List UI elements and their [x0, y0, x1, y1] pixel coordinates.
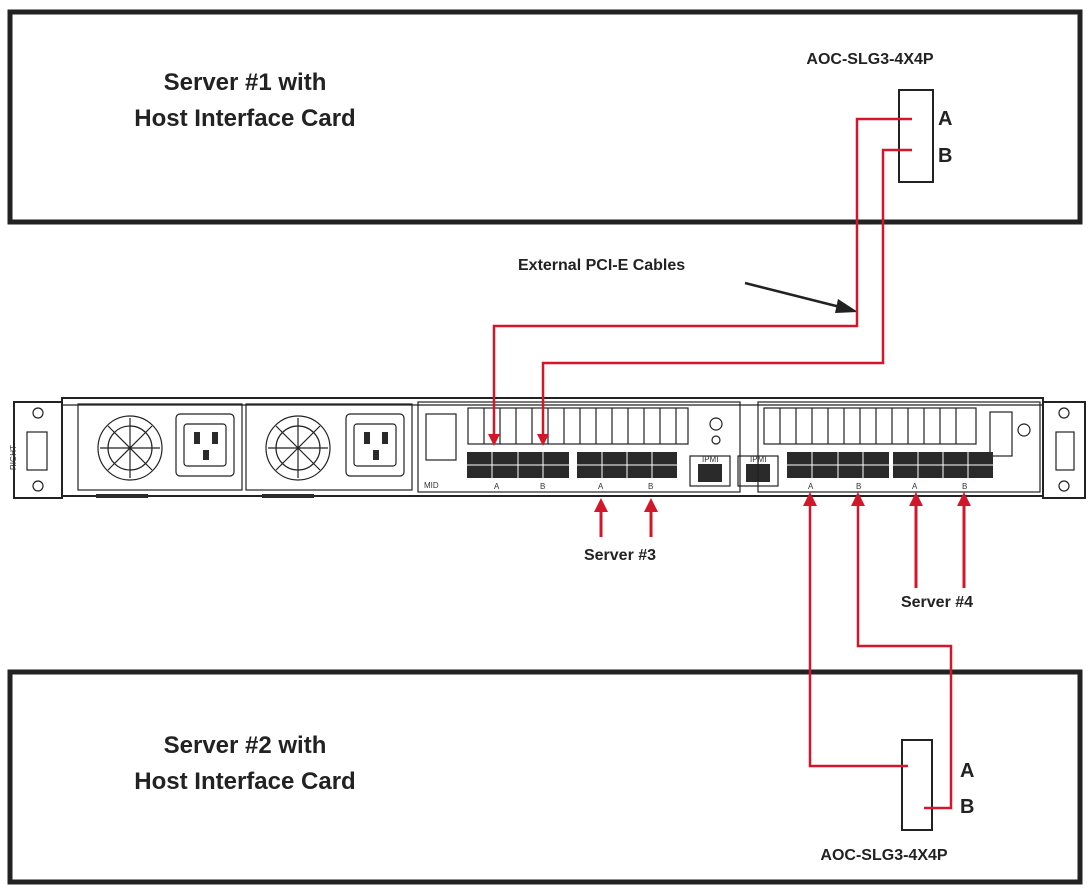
cable-server2-b-arrowhead	[851, 492, 865, 506]
server-1-port-a-label: A	[938, 108, 952, 130]
cable-server2-a-arrowhead	[803, 492, 817, 506]
server-1-port-b-label: B	[938, 145, 952, 167]
server-2-port-a-label: A	[960, 760, 974, 782]
cable-server1-b	[541, 148, 912, 440]
cable-pointer-arrowhead	[835, 299, 858, 313]
server-3-label: Server #3	[584, 547, 656, 564]
port-group-4	[893, 452, 993, 478]
ipmi-port-1: IPMI	[689, 455, 731, 487]
vent-grille-right	[763, 407, 977, 445]
server-2-port-b-label: B	[960, 796, 974, 818]
port-letter-2: B	[540, 482, 545, 491]
port-letter-3: A	[598, 482, 604, 491]
cable-server2-b	[856, 500, 953, 810]
server-1-interface-card	[898, 89, 934, 183]
server-3-arrows	[594, 498, 658, 537]
cable-server1-a-arrowhead	[488, 434, 500, 446]
chassis-body	[61, 397, 1044, 497]
server-1-title-line2: Host Interface Card	[134, 105, 355, 132]
power-supply-2	[245, 403, 413, 491]
vent-grille-left	[467, 407, 689, 445]
power-supply-1	[77, 403, 243, 491]
port-group-3	[787, 452, 889, 478]
port-letter-4: B	[648, 482, 653, 491]
mid-text: MID	[424, 481, 439, 490]
server-4-arrows	[909, 492, 971, 588]
left-ear-text: RIGHT	[9, 445, 18, 470]
server-2-interface-card	[901, 739, 933, 831]
cable-server1-b-arrowhead	[537, 434, 549, 446]
ipmi-label-1: IPMI	[702, 455, 718, 464]
cable-server2-a	[808, 500, 908, 768]
external-cables-label: External PCI-E Cables	[518, 257, 685, 274]
switch-chassis-rear: RIGHT	[9, 397, 1086, 499]
port-letter-7: A	[912, 482, 918, 491]
port-letter-8: B	[962, 482, 967, 491]
cable-server1-a	[492, 117, 912, 440]
cable-pointer-line	[744, 281, 853, 312]
left-rack-ear	[13, 401, 63, 499]
port-letter-6: B	[856, 482, 861, 491]
server-1-title-line1: Server #1 with	[164, 69, 327, 96]
server-2-box: Server #2 with Host Interface Card A B A…	[7, 669, 1083, 885]
server-4-label: Server #4	[901, 594, 973, 611]
server-1-box: Server #1 with Host Interface Card AOC-S…	[7, 9, 1083, 225]
port-group-1	[467, 452, 569, 478]
right-rack-ear	[1042, 401, 1086, 499]
port-letter-5: A	[808, 482, 814, 491]
server-2-title-line1: Server #2 with	[164, 732, 327, 759]
server-1-card-model: AOC-SLG3-4X4P	[806, 51, 933, 68]
io-bay-right	[757, 401, 1041, 493]
port-group-2	[577, 452, 677, 478]
server-2-title-line2: Host Interface Card	[134, 768, 355, 795]
server-2-card-model: AOC-SLG3-4X4P	[820, 847, 947, 864]
port-letter-1: A	[494, 482, 500, 491]
io-bay-left	[417, 401, 741, 493]
